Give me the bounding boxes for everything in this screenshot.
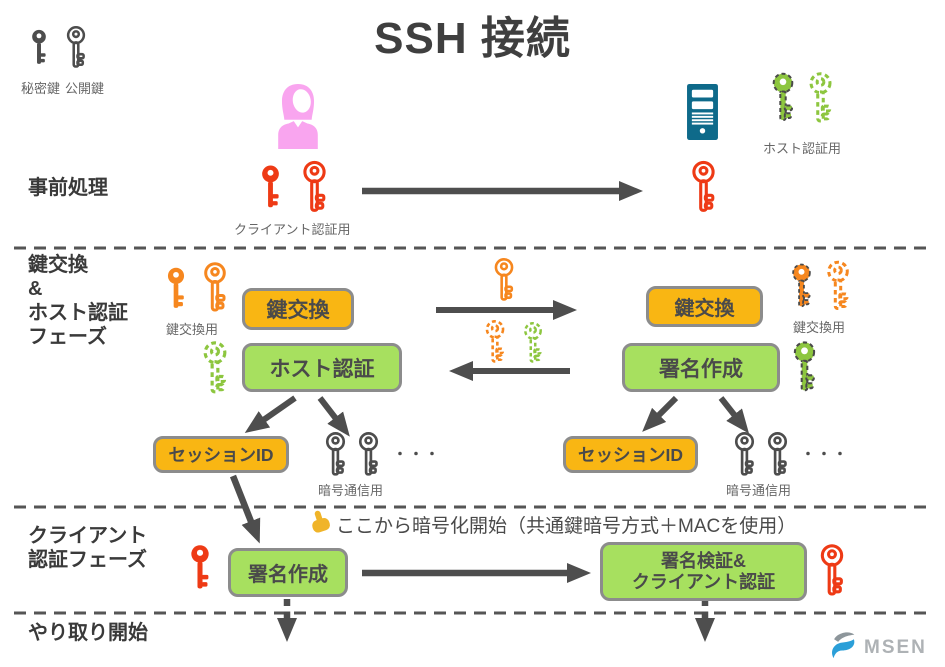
cipher-keys-label-server: 暗号通信用 (726, 483, 792, 498)
hand-pointing-icon (308, 510, 332, 534)
cipher-key-icon-client-1 (322, 431, 349, 477)
verify-box-server: 署名検証& クライアント認証 (600, 542, 807, 601)
verify-box-line1: 署名検証& (661, 550, 746, 571)
cipher-keys-ellipsis-server: ・・・ (801, 446, 849, 462)
phase-client-auth-label-line1: クライアント (28, 525, 148, 547)
cipher-keys-label-client: 暗号通信用 (318, 483, 384, 498)
kex-box-client: 鍵交換 (242, 288, 354, 330)
client-auth-private-key-icon (257, 162, 284, 211)
host-keys-label: ホスト認証用 (763, 141, 842, 156)
verify-box-line2: クライアント認証 (631, 571, 776, 592)
cipher-keys-ellipsis-client: ・・・ (393, 446, 441, 462)
kex-keys-label-client: 鍵交換用 (166, 322, 219, 337)
server-icon (686, 83, 719, 141)
kex-public-key-icon-server (823, 259, 853, 312)
msen-logo-swoosh-icon (826, 629, 862, 662)
arrow-hostauth-to-sessionid (244, 395, 297, 434)
phase-kex-label-line4: フェーズ (28, 326, 107, 348)
arrow-sign-to-cipherkeys (718, 396, 750, 434)
msen-logo-text: MSEN (864, 637, 927, 658)
legend-private-key-icon (28, 27, 50, 67)
phase-kex-label-line3: ホスト認証 (28, 302, 128, 324)
cipher-key-icon-client-2 (355, 431, 382, 477)
exchanged-kex-public-key-icon (490, 257, 518, 302)
sign-box-client: 署名作成 (228, 548, 348, 597)
host-private-key-icon (768, 71, 798, 123)
legend-public-key-icon (63, 25, 89, 69)
client-auth-public-key-icon (299, 159, 330, 214)
phase-client-auth-label-line2: 認証フェーズ (28, 549, 147, 571)
kex-private-key-icon-server (788, 260, 815, 311)
sign-box-server: 署名作成 (622, 343, 780, 392)
session-id-box-client: セッションID (153, 436, 289, 473)
returned-kex-public-key-icon (481, 319, 509, 364)
host-public-key-icon (805, 71, 836, 124)
client-person-icon (275, 83, 321, 149)
kex-box-server: 鍵交換 (646, 286, 763, 327)
arrow-hostauth-to-cipherkeys (317, 396, 350, 437)
phase-start-label: やり取り開始 (28, 622, 148, 644)
legend-private-key-label: 秘密鍵 (21, 81, 61, 96)
kex-public-key-icon-client (200, 260, 230, 314)
host-public-key-icon-client (199, 340, 231, 395)
server-stored-client-public-key-icon (688, 159, 719, 214)
phase-pre-label: 事前処理 (28, 177, 108, 199)
host-private-key-icon-server (789, 339, 820, 394)
client-keys-label: クライアント認証用 (234, 222, 351, 237)
legend-public-key-label: 公開鍵 (65, 81, 105, 96)
hostauth-box-client: ホスト認証 (242, 343, 402, 392)
cipher-key-icon-server-2 (764, 431, 791, 477)
phase-kex-label: 鍵交換 & ホスト認証 フェーズ (28, 253, 128, 349)
phase-kex-label-line2: & (28, 278, 43, 300)
diagram-title: SSH 接続 (374, 14, 571, 63)
session-id-box-server: セッションID (563, 436, 698, 473)
kex-keys-label-server: 鍵交換用 (793, 320, 846, 335)
client-public-key-icon-server (816, 543, 848, 597)
cipher-key-icon-server-1 (731, 431, 758, 477)
arrow-sign-to-sessionid (642, 395, 679, 432)
encryption-note: ここから暗号化開始（共通鍵暗号方式＋MACを使用） (336, 516, 797, 537)
phase-client-auth-label: クライアント 認証フェーズ (28, 524, 147, 572)
returned-host-public-key-icon (519, 321, 547, 364)
phase-kex-label-line1: 鍵交換 (28, 254, 88, 276)
arrow-sessionid-to-sign (229, 474, 261, 544)
client-private-key-icon (186, 541, 214, 593)
kex-private-key-icon-client (163, 264, 189, 312)
